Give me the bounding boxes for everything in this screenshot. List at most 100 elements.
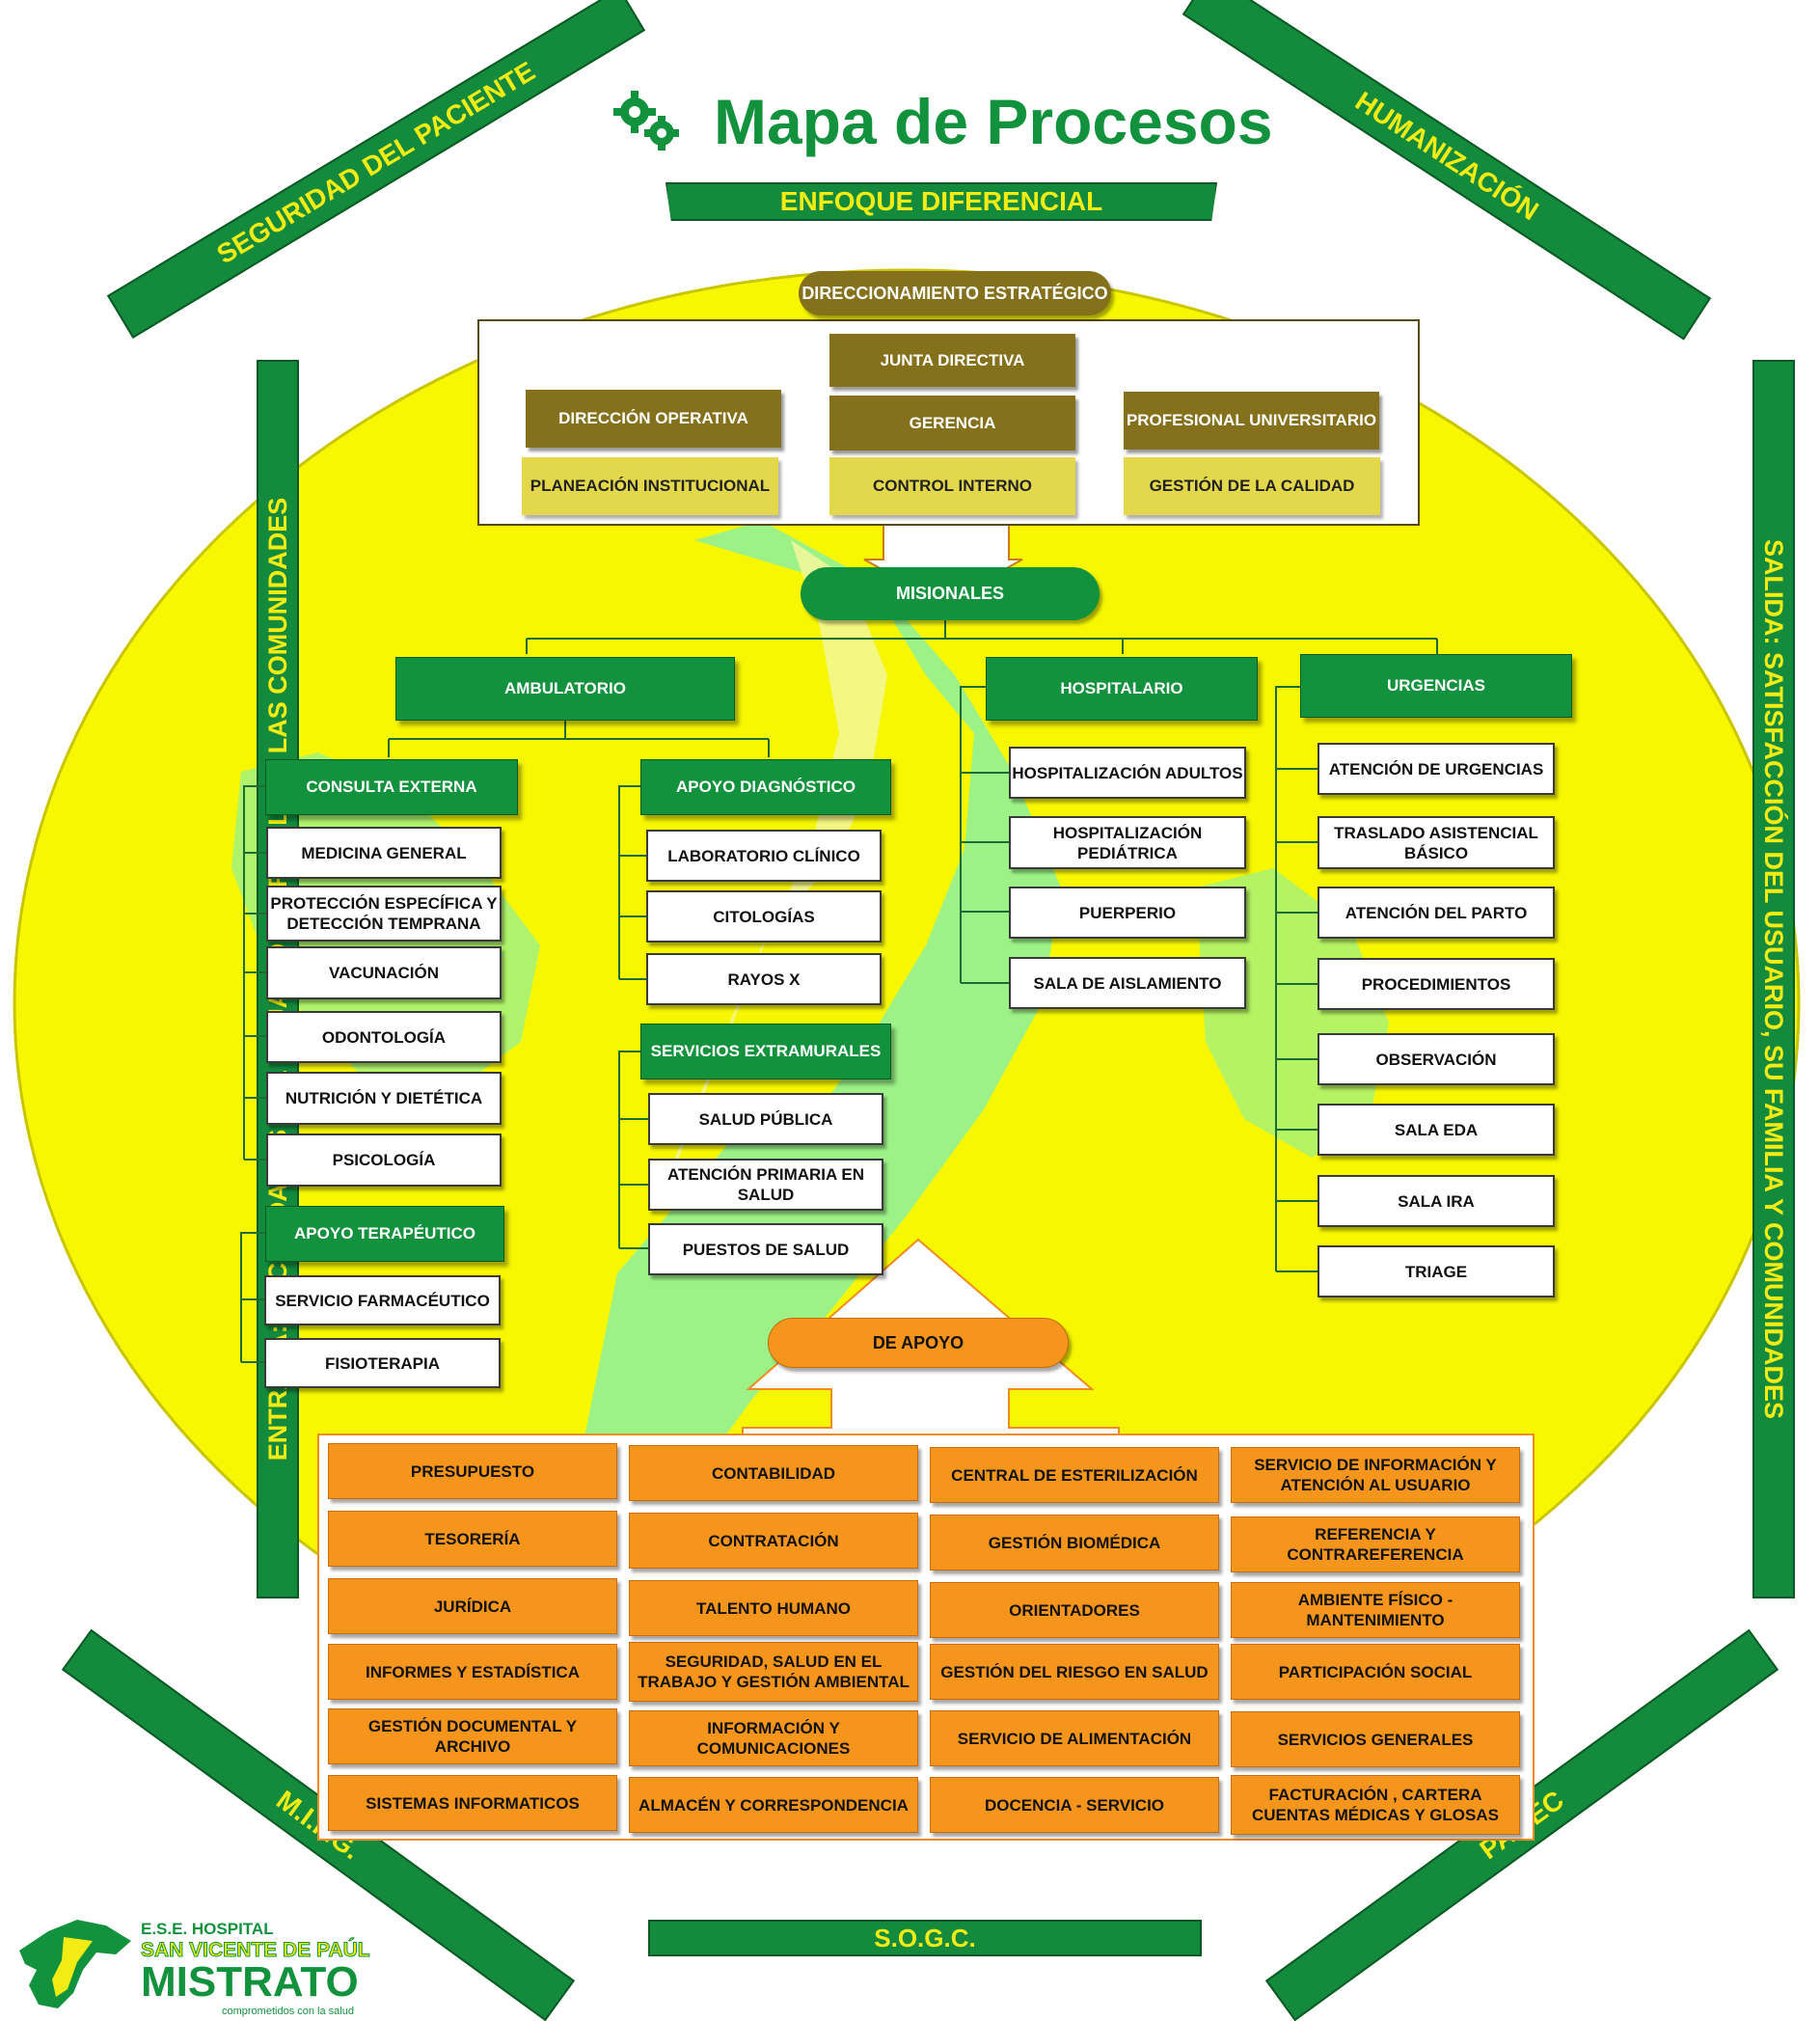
apoyo-terapeutico-label: APOYO TERAPÉUTICO	[294, 1224, 475, 1243]
urgencias-label: URGENCIAS	[1386, 676, 1485, 695]
service-box: HOSPITALIZACIÓN PEDIÁTRICA	[1009, 816, 1246, 869]
support-box: SERVICIOS GENERALES	[1231, 1711, 1520, 1767]
service-box: ATENCIÓN DE URGENCIAS	[1317, 743, 1555, 795]
service-label: ATENCIÓN PRIMARIA EN SALUD	[667, 1165, 864, 1204]
service-label: TRIAGE	[1404, 1262, 1468, 1281]
logo-tagline: comprometidos con la salud	[222, 2006, 354, 2017]
service-box: VACUNACIÓN	[266, 946, 502, 999]
control-interno-label: CONTROL INTERNO	[873, 477, 1032, 495]
service-box: PSICOLOGÍA	[266, 1133, 502, 1187]
support-box: SISTEMAS INFORMATICOS	[328, 1775, 617, 1831]
consulta-externa-box: CONSULTA EXTERNA	[265, 759, 518, 815]
service-label: SALA DE AISLAMIENTO	[1033, 973, 1222, 993]
hospitalario-label: HOSPITALARIO	[1060, 679, 1183, 697]
support-box: DOCENCIA - SERVICIO	[930, 1777, 1219, 1833]
support-label: DOCENCIA - SERVICIO	[984, 1795, 1165, 1815]
gerencia-label: GERENCIA	[909, 413, 996, 432]
gerencia-box: GERENCIA	[829, 396, 1075, 451]
support-box: JURÍDICA	[328, 1578, 617, 1634]
support-label: GESTIÓN DEL RIESGO EN SALUD	[940, 1662, 1209, 1681]
service-box: NUTRICIÓN Y DIETÉTICA	[266, 1072, 502, 1125]
support-box: PRESUPUESTO	[328, 1443, 617, 1499]
support-label: PARTICIPACIÓN SOCIAL	[1278, 1662, 1473, 1681]
logo-line1: E.S.E. HOSPITAL	[141, 1920, 274, 1938]
service-box: OBSERVACIÓN	[1317, 1033, 1555, 1085]
sogc-label: S.O.G.C.	[874, 1923, 976, 1953]
seguridad-label: SEGURIDAD DEL PACIENTE	[211, 55, 540, 270]
support-label: SERVICIO DE INFORMACIÓN Y ATENCIÓN AL US…	[1254, 1456, 1497, 1494]
service-box: LABORATORIO CLÍNICO	[646, 830, 882, 882]
hospitalario-box: HOSPITALARIO	[986, 657, 1258, 721]
enfoque-diferencial-banner: ENFOQUE DIFERENCIAL	[666, 182, 1217, 221]
service-label: PROTECCIÓN ESPECÍFICA Y DETECCIÓN TEMPRA…	[270, 894, 498, 933]
support-box: PARTICIPACIÓN SOCIAL	[1231, 1644, 1520, 1700]
support-box: GESTIÓN DEL RIESGO EN SALUD	[930, 1644, 1219, 1700]
support-label: ORIENTADORES	[1009, 1600, 1140, 1620]
support-label: FACTURACIÓN , CARTERA CUENTAS MÉDICAS Y …	[1252, 1786, 1499, 1824]
support-label: AMBIENTE FÍSICO - MANTENIMIENTO	[1297, 1591, 1453, 1629]
page-title: Mapa de Procesos	[714, 86, 1273, 157]
service-box: CITOLOGÍAS	[646, 890, 882, 942]
logo-line2: SAN VICENTE DE PAÚL	[141, 1939, 371, 1962]
planeacion-label: PLANEACIÓN INSTITUCIONAL	[530, 477, 771, 495]
service-label: HOSPITALIZACIÓN PEDIÁTRICA	[1052, 823, 1203, 862]
support-label: INFORMACIÓN Y COMUNICACIONES	[696, 1719, 851, 1758]
service-box: SALUD PÚBLICA	[648, 1093, 883, 1145]
service-label: PROCEDIMIENTOS	[1361, 974, 1511, 994]
salida-label: SALIDA: SATISFACCIÓN DEL USUARIO, SU FAM…	[1759, 538, 1789, 1420]
service-label: SALA EDA	[1394, 1120, 1479, 1139]
support-label: CENTRAL DE ESTERILIZACIÓN	[951, 1465, 1198, 1485]
enfoque-diferencial-label: ENFOQUE DIFERENCIAL	[779, 186, 1103, 216]
support-label: SERVICIOS GENERALES	[1277, 1730, 1474, 1749]
service-box: ATENCIÓN DEL PARTO	[1317, 887, 1555, 939]
humanizacion-banner: HUMANIZACIÓN	[1182, 0, 1712, 341]
ambulatorio-box: AMBULATORIO	[395, 657, 735, 721]
service-label: CITOLOGÍAS	[713, 907, 815, 926]
service-label: FISIOTERAPIA	[324, 1353, 440, 1373]
service-label: SERVICIO FARMACÉUTICO	[275, 1291, 490, 1310]
service-label: NUTRICIÓN Y DIETÉTICA	[285, 1089, 483, 1107]
service-box: ODONTOLOGÍA	[266, 1011, 502, 1063]
service-label: ATENCIÓN DE URGENCIAS	[1328, 759, 1544, 778]
support-label: TALENTO HUMANO	[696, 1598, 851, 1618]
service-label: ATENCIÓN DEL PARTO	[1345, 903, 1528, 922]
apoyo-terapeutico-box: APOYO TERAPÉUTICO	[265, 1206, 504, 1262]
service-box: SALA EDA	[1317, 1104, 1555, 1156]
junta-directiva-box: JUNTA DIRECTIVA	[829, 334, 1075, 387]
support-box: SERVICIO DE INFORMACIÓN Y ATENCIÓN AL US…	[1231, 1447, 1520, 1503]
service-label: TRASLADO ASISTENCIAL BÁSICO	[1334, 823, 1538, 862]
humanizacion-label: HUMANIZACIÓN	[1349, 85, 1544, 227]
hospital-logo-mark	[10, 1912, 145, 2014]
support-box: ALMACÉN Y CORRESPONDENCIA	[629, 1777, 918, 1833]
service-label: HOSPITALIZACIÓN ADULTOS	[1012, 763, 1243, 782]
service-label: SALA IRA	[1398, 1191, 1475, 1211]
support-box: ORIENTADORES	[930, 1582, 1219, 1638]
gestion-calidad-box: GESTIÓN DE LA CALIDAD	[1124, 457, 1380, 515]
support-label: SISTEMAS INFORMATICOS	[366, 1793, 580, 1813]
service-box: MEDICINA GENERAL	[266, 827, 502, 879]
support-label: ALMACÉN Y CORRESPONDENCIA	[638, 1795, 909, 1815]
apoyo-diagnostico-label: APOYO DIAGNÓSTICO	[675, 778, 856, 796]
planeacion-box: PLANEACIÓN INSTITUCIONAL	[522, 457, 778, 515]
consulta-externa-label: CONSULTA EXTERNA	[306, 778, 477, 796]
gears-icon	[610, 87, 685, 154]
support-label: TESORERÍA	[424, 1529, 521, 1548]
support-label: JURÍDICA	[433, 1597, 512, 1616]
support-box: FACTURACIÓN , CARTERA CUENTAS MÉDICAS Y …	[1231, 1775, 1520, 1835]
misionales-label: MISIONALES	[895, 584, 1004, 603]
service-label: LABORATORIO CLÍNICO	[667, 846, 860, 865]
apoyo-diagnostico-box: APOYO DIAGNÓSTICO	[640, 759, 891, 815]
support-label: CONTABILIDAD	[711, 1463, 836, 1483]
support-box: SEGURIDAD, SALUD EN EL TRABAJO Y GESTIÓN…	[629, 1642, 918, 1702]
support-box: CONTRATACIÓN	[629, 1513, 918, 1569]
service-box: FISIOTERAPIA	[264, 1338, 501, 1388]
support-box: REFERENCIA Y CONTRAREFERENCIA	[1231, 1516, 1520, 1572]
misionales-pill: MISIONALES	[801, 567, 1100, 620]
service-box: PUERPERIO	[1009, 887, 1246, 939]
support-box: AMBIENTE FÍSICO - MANTENIMIENTO	[1231, 1582, 1520, 1638]
service-label: PSICOLOGÍA	[332, 1151, 436, 1169]
support-label: CONTRATACIÓN	[708, 1531, 839, 1550]
service-box: PROTECCIÓN ESPECÍFICA Y DETECCIÓN TEMPRA…	[266, 886, 502, 942]
junta-directiva-label: JUNTA DIRECTIVA	[880, 350, 1025, 369]
service-label: ODONTOLOGÍA	[321, 1027, 447, 1047]
